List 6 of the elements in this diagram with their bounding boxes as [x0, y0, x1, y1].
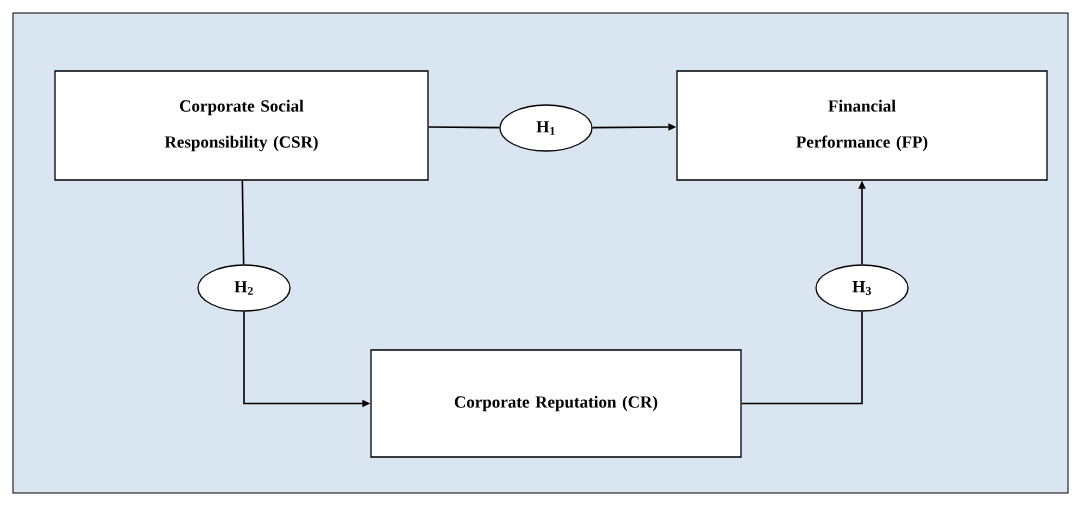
concept-box: Corporate Reputation (CR)	[370, 349, 742, 458]
hypothesis-oval: H$_{2}$	[197, 264, 291, 312]
hypothesis-oval: H$_{1}$	[499, 104, 593, 152]
concept-box: Financial Performance (FP)	[676, 70, 1048, 181]
concept-box: Corporate Social Responsibility (CSR)	[54, 70, 429, 181]
hypothesis-oval: H$_{3}$	[815, 264, 909, 312]
